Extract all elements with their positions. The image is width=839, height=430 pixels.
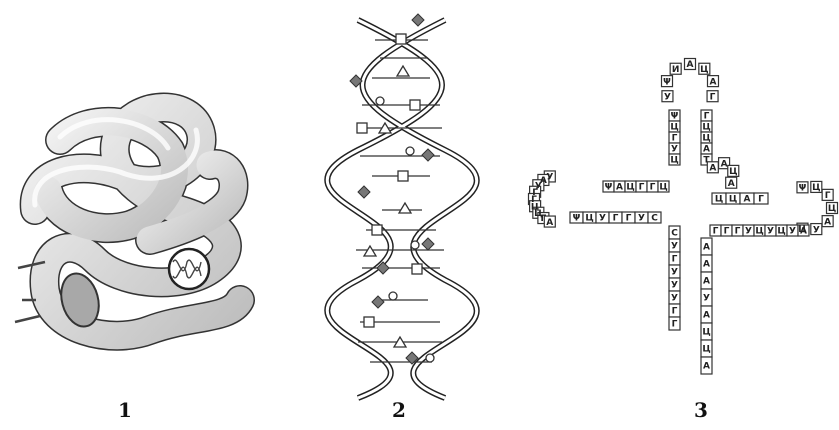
trna-nucleotide-label: Г xyxy=(735,227,741,237)
trna-nucleotide-label: А xyxy=(800,227,807,237)
trna-nucleotide-label: Г xyxy=(710,92,716,102)
trna-nucleotide-label: Ц xyxy=(729,167,737,177)
trna-nucleotide-label: У xyxy=(671,281,678,291)
trna-nucleotide-label: Ц xyxy=(777,227,785,237)
trna-nucleotide-label: Ц xyxy=(659,183,667,193)
dna-double-helix-icon xyxy=(327,14,477,398)
trna-nucleotide-label: Ц xyxy=(755,227,763,237)
trna-nucleotide-label: У xyxy=(813,225,820,235)
trna-nucleotide-label: Ц xyxy=(670,156,678,166)
trna-nucleotide-label: А xyxy=(709,163,716,173)
trna-nucleotide-label: И xyxy=(672,65,680,75)
trna-nucleotide-label: Ц xyxy=(702,123,710,133)
trna-nucleotide-label: Ц xyxy=(585,214,593,224)
trna-nucleotide-label: У xyxy=(703,294,710,304)
trna-nucleotide-label: А xyxy=(703,362,710,372)
trna-nucleotide-label: А xyxy=(721,159,728,169)
protein-tertiary-structure-icon xyxy=(15,108,240,336)
trna-nucleotide-label: У xyxy=(745,227,752,237)
trna-nucleotide-label: А xyxy=(616,183,623,193)
figure-number-1: 1 xyxy=(105,398,145,422)
trna-nucleotide-label: Ц xyxy=(729,195,737,205)
trna-nucleotide-label: Г xyxy=(825,191,831,201)
trna-nucleotide-label: У xyxy=(789,227,796,237)
trna-nucleotide-label: Ψ xyxy=(663,77,671,87)
trna-nucleotide-label: Г xyxy=(626,214,632,224)
trna-nucleotide-label: А xyxy=(703,277,710,287)
trna-nucleotide-label: А xyxy=(824,217,831,227)
trna-nucleotide-label: А xyxy=(703,260,710,270)
trna-nucleotide-label: А xyxy=(744,195,751,205)
trna-nucleotide-label: А xyxy=(687,60,694,70)
trna-nucleotide-label: Ц xyxy=(828,204,836,214)
trna-nucleotide-label: Ц xyxy=(702,328,710,338)
trna-nucleotide-label: Г xyxy=(613,214,619,224)
trna-nucleotide-label: Г xyxy=(672,255,678,265)
trna-nucleotide-label: Ψ xyxy=(573,214,581,224)
trna-nucleotide-label: А xyxy=(703,311,710,321)
trna-nucleotide-label: Г xyxy=(650,183,656,193)
trna-nucleotide-label: У xyxy=(546,173,553,183)
trna-nucleotide-label: Ц xyxy=(702,345,710,355)
trna-nucleotide-label: Ц xyxy=(626,183,634,193)
trna-nucleotide-label: Г xyxy=(724,227,730,237)
trna-nucleotide-label: У xyxy=(671,268,678,278)
trna-nucleotide-label: А xyxy=(546,218,553,228)
trna-nucleotide-label: Ψ xyxy=(799,184,807,194)
trna-nucleotide-label: У xyxy=(664,92,671,102)
trna-nucleotide-label: Ц xyxy=(812,183,820,193)
trna-nucleotide-label: Ψ xyxy=(605,183,613,193)
trna-nucleotide-label: А xyxy=(703,243,710,253)
trna-nucleotide-label: Ц xyxy=(670,123,678,133)
trna-nucleotide-label: Г xyxy=(672,320,678,330)
trna-nucleotide-label: Г xyxy=(672,134,678,144)
trna-nucleotide-label: Ц xyxy=(700,65,708,75)
trna-nucleotide-label: У xyxy=(599,214,606,224)
trna-nucleotide-label: С xyxy=(671,229,678,239)
trna-nucleotide-label: У xyxy=(671,294,678,304)
trna-nucleotide-label: Ц xyxy=(715,195,723,205)
trna-nucleotide-label: У xyxy=(671,242,678,252)
trna-nucleotide-label: Г xyxy=(639,183,645,193)
trna-nucleotide-label: С xyxy=(651,214,658,224)
trna-nucleotide-label: А xyxy=(710,77,717,87)
trna-nucleotide-label: У xyxy=(767,227,774,237)
figure-number-2: 2 xyxy=(379,398,419,422)
trna-nucleotide-label: Ψ xyxy=(671,112,679,122)
trna-nucleotide-label: Г xyxy=(704,112,710,122)
trna-nucleotide-label: А xyxy=(703,145,710,155)
trna-nucleotide-label: У xyxy=(671,145,678,155)
figure-number-3: 3 xyxy=(681,398,721,422)
trna-nucleotide-label: Г xyxy=(672,307,678,317)
trna-nucleotide-label: Г xyxy=(758,195,764,205)
trna-nucleotide-label: У xyxy=(638,214,645,224)
trna-nucleotide-label: Г xyxy=(713,227,719,237)
trna-nucleotide-label: А xyxy=(728,179,735,189)
trna-nucleotide-label: Ц xyxy=(702,134,710,144)
